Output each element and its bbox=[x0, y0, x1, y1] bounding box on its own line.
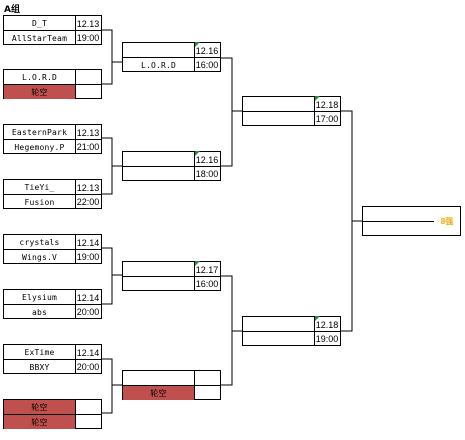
connector-r2-m4 bbox=[221, 331, 233, 386]
connector-r2-m2 bbox=[221, 111, 233, 167]
team-name: L.O.R.D bbox=[21, 73, 58, 82]
team-name: crystals bbox=[19, 238, 60, 247]
connector-r1-m6 bbox=[102, 275, 113, 305]
bye-slot: 轮空 bbox=[4, 85, 75, 99]
team-name: ExTime bbox=[24, 348, 55, 357]
round3-match-2: 12.18 19:00 bbox=[242, 316, 341, 346]
round3-match-1: 12.18 17:00 bbox=[242, 96, 341, 126]
bye-slot: 轮空 bbox=[4, 415, 75, 429]
team-name: Wings.V bbox=[21, 252, 58, 262]
match-date: 12.13 bbox=[76, 182, 100, 193]
team-name: EasternPark bbox=[11, 128, 68, 137]
round1-match-8: 轮空 轮空 bbox=[3, 399, 102, 429]
match-date: 12.18 bbox=[315, 99, 339, 110]
round1-match-4: TieYi_ 12.13 Fusion 22:00 bbox=[3, 179, 102, 209]
team-name bbox=[123, 371, 194, 386]
team-name bbox=[363, 207, 434, 222]
match-time bbox=[194, 386, 220, 400]
team-name: abs bbox=[31, 307, 48, 317]
connector-r1-m5 bbox=[102, 247, 122, 276]
round1-match-6: Elysium 12.14 abs 20:00 bbox=[3, 289, 102, 319]
match-time: 17:00 bbox=[315, 114, 339, 124]
comment-marker-icon bbox=[195, 42, 200, 47]
match-date: 12.18 bbox=[315, 319, 339, 330]
match-time: 19:00 bbox=[76, 33, 100, 43]
connector-r1-m1 bbox=[102, 29, 122, 63]
team-name: BBXY bbox=[29, 362, 50, 372]
comment-marker-icon bbox=[195, 151, 200, 156]
connector-r2-m1 bbox=[221, 57, 242, 112]
team-name: L.O.R.D bbox=[140, 60, 177, 70]
match-date: 12.17 bbox=[195, 264, 219, 275]
match-date: 12.14 bbox=[76, 237, 100, 248]
match-date: 12.14 bbox=[76, 347, 100, 358]
connector-r3-m1 bbox=[341, 110, 362, 222]
comment-marker-icon bbox=[315, 316, 320, 321]
bye-slot: 轮空 bbox=[4, 400, 75, 415]
match-date: 12.13 bbox=[76, 127, 100, 138]
team-name: Elysium bbox=[21, 293, 58, 302]
round1-match-1: D_T 12.13 AllStarTeam 19:00 bbox=[3, 15, 102, 45]
round1-match-2: L.O.R.D 轮空 bbox=[3, 69, 102, 99]
match-time: 18:00 bbox=[195, 169, 219, 179]
team-name: AllStarTeam bbox=[11, 33, 68, 43]
final-match: 8强 bbox=[362, 206, 461, 236]
bye-slot: 轮空 bbox=[123, 386, 194, 400]
match-time: 20:00 bbox=[76, 307, 100, 317]
match-date: 12.16 bbox=[195, 45, 219, 56]
round2-match-1: 12.16 L.O.R.D 16:00 bbox=[122, 42, 221, 72]
team-name bbox=[123, 277, 194, 291]
group-title: A组 bbox=[4, 5, 20, 15]
team-name bbox=[243, 112, 314, 126]
round2-match-2: 12.16 18:00 bbox=[122, 151, 221, 181]
match-time: 19:00 bbox=[76, 252, 100, 262]
match-time: 21:00 bbox=[76, 142, 100, 152]
connector-r1-m3 bbox=[102, 137, 122, 167]
round2-match-4: 轮空 bbox=[122, 370, 221, 400]
match-time: 22:00 bbox=[76, 197, 100, 207]
team-name bbox=[123, 167, 194, 181]
comment-marker-icon bbox=[315, 96, 320, 101]
team-name bbox=[123, 152, 194, 167]
match-time: 16:00 bbox=[195, 279, 219, 289]
team-name bbox=[123, 262, 194, 277]
match-date: 12.13 bbox=[76, 18, 100, 29]
team-name: D_T bbox=[31, 19, 48, 28]
round1-match-5: crystals 12.14 Wings.V 19:00 bbox=[3, 234, 102, 264]
team-name bbox=[123, 43, 194, 58]
match-time bbox=[75, 415, 101, 429]
team-name bbox=[243, 332, 314, 346]
match-time: 16:00 bbox=[195, 60, 219, 70]
team-name bbox=[243, 97, 314, 112]
round2-match-3: 12.17 16:00 bbox=[122, 261, 221, 291]
team-name: Hegemony.P bbox=[14, 142, 65, 152]
match-date bbox=[75, 400, 101, 415]
team-name: TieYi_ bbox=[24, 183, 55, 192]
match-date: 12.14 bbox=[76, 292, 100, 303]
connector-r2-m3 bbox=[221, 275, 242, 332]
match-time: 20:00 bbox=[76, 362, 100, 372]
match-time: 19:00 bbox=[315, 334, 339, 344]
connector-r1-m8 bbox=[102, 385, 113, 414]
team-name: Fusion bbox=[24, 197, 55, 207]
match-time bbox=[75, 85, 101, 99]
connector-r3-m2 bbox=[341, 221, 353, 332]
comment-marker-icon bbox=[195, 261, 200, 266]
match-date bbox=[75, 70, 101, 85]
connector-r1-m7 bbox=[102, 358, 122, 386]
team-name bbox=[363, 222, 434, 236]
round1-match-7: ExTime 12.14 BBXY 20:00 bbox=[3, 344, 102, 374]
round1-match-3: EasternPark 12.13 Hegemony.P 21:00 bbox=[3, 124, 102, 154]
match-date bbox=[194, 371, 220, 386]
top8-label: 8强 bbox=[434, 207, 460, 235]
team-name bbox=[243, 317, 314, 332]
connector-r1-m4 bbox=[102, 166, 113, 195]
match-date: 12.16 bbox=[195, 154, 219, 165]
connector-r1-m2 bbox=[102, 62, 113, 85]
